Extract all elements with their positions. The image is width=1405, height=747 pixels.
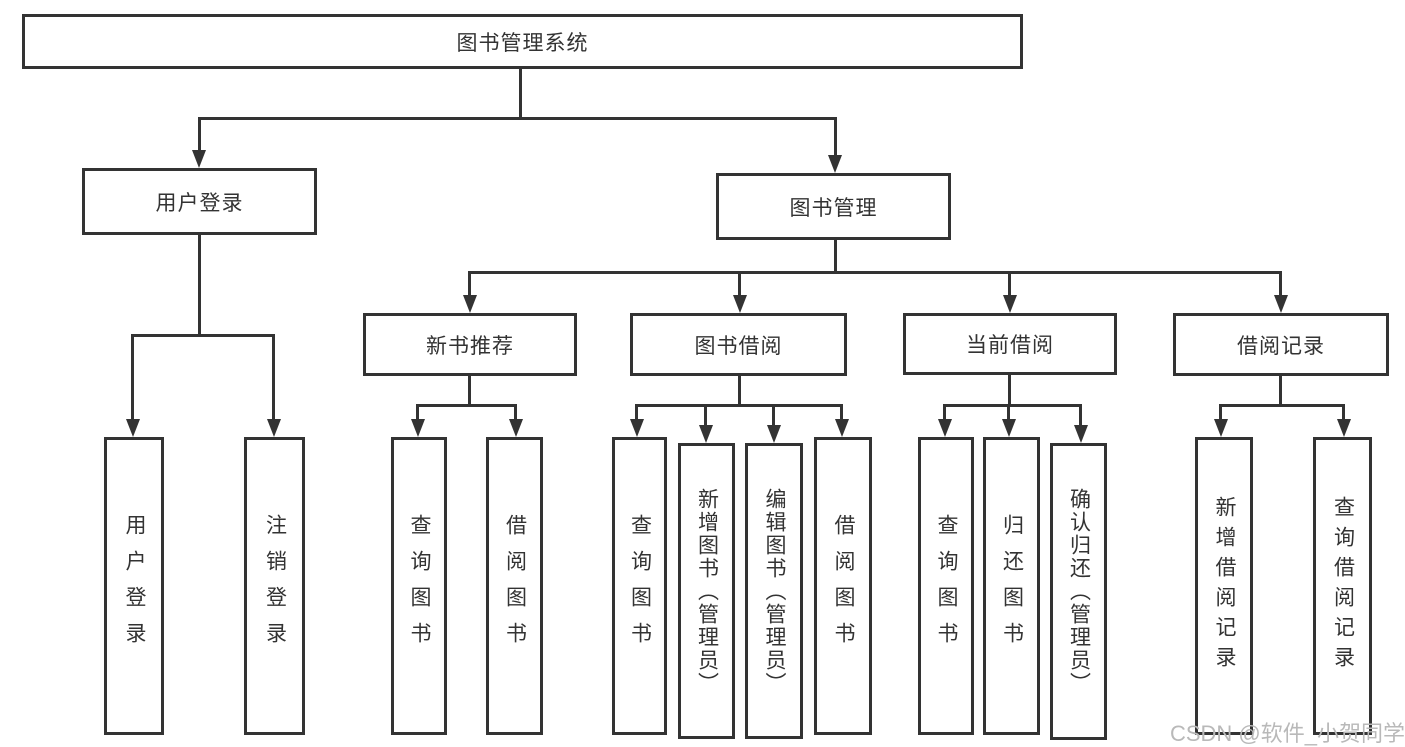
connector-line — [704, 404, 707, 426]
leaf-records-query-borrow-record: 查询借阅记录 — [1313, 437, 1372, 735]
node-book-borrowing: 图书借阅 — [630, 313, 847, 376]
node-borrowing-records: 借阅记录 — [1173, 313, 1389, 376]
connector-line — [468, 271, 471, 297]
node-current-borrowing: 当前借阅 — [903, 313, 1117, 375]
connector-arrow — [1002, 419, 1016, 437]
connector-line — [1219, 404, 1345, 407]
watermark: CSDN @软件_小贺同学 — [1169, 721, 1405, 746]
connector-line — [272, 334, 275, 420]
connector-line — [1008, 373, 1011, 406]
connector-line — [514, 404, 517, 420]
connector-arrow — [267, 419, 281, 437]
node-new-book-recommend: 新书推荐 — [363, 313, 577, 376]
connector-arrow — [699, 425, 713, 443]
connector-line — [635, 404, 843, 407]
connector-arrow — [835, 419, 849, 437]
connector-arrow — [767, 425, 781, 443]
connector-line — [1007, 404, 1010, 420]
connector-line — [468, 271, 1282, 274]
leaf-recommend-query-books: 查询图书 — [391, 437, 447, 735]
leaf-records-add-borrow-record: 新增借阅记录 — [1195, 437, 1253, 735]
leaf-borrowing-borrow-books: 借阅图书 — [814, 437, 872, 735]
connector-line — [834, 117, 837, 156]
connector-line — [738, 375, 741, 406]
leaf-borrowing-add-books-admin: 新增图书（管理员） — [678, 443, 735, 739]
connector-arrow — [733, 295, 747, 313]
connector-line — [943, 404, 1082, 407]
leaf-current-confirm-return-admin: 确认归还（管理员） — [1050, 443, 1107, 740]
connector-arrow — [1074, 425, 1088, 443]
connector-arrow — [938, 419, 952, 437]
connector-arrow — [126, 419, 140, 437]
connector-line — [1219, 404, 1222, 420]
connector-arrow — [463, 295, 477, 313]
connector-line — [131, 334, 134, 420]
connector-line — [943, 404, 946, 420]
node-library-system: 图书管理系统 — [22, 14, 1023, 69]
connector-arrow — [1003, 295, 1017, 313]
connector-arrow — [1214, 419, 1228, 437]
connector-line — [1008, 271, 1011, 297]
leaf-user-login: 用户登录 — [104, 437, 164, 735]
leaf-recommend-borrow-books: 借阅图书 — [486, 437, 543, 735]
connector-line — [416, 404, 517, 407]
connector-line — [1342, 404, 1345, 420]
connector-line — [1279, 375, 1282, 406]
connector-line — [1079, 404, 1082, 426]
connector-line — [416, 404, 419, 420]
connector-line — [198, 117, 201, 151]
connector-line — [1279, 271, 1282, 297]
leaf-logout-login: 注销登录 — [244, 437, 305, 735]
node-user-login: 用户登录 — [82, 168, 317, 235]
connector-arrow — [828, 155, 842, 173]
connector-line — [198, 234, 201, 336]
connector-line — [840, 404, 843, 420]
leaf-borrowing-edit-books-admin: 编辑图书（管理员） — [745, 443, 803, 739]
connector-line — [131, 334, 275, 337]
connector-line — [772, 404, 775, 426]
connector-arrow — [192, 150, 206, 168]
leaf-borrowing-query-books: 查询图书 — [612, 437, 667, 735]
connector-line — [519, 68, 522, 118]
leaf-current-return-books: 归还图书 — [983, 437, 1040, 735]
connector-arrow — [1337, 419, 1351, 437]
connector-line — [198, 117, 837, 120]
connector-line — [738, 271, 741, 297]
connector-line — [834, 239, 837, 274]
connector-line — [635, 404, 638, 420]
node-book-management: 图书管理 — [716, 173, 951, 240]
connector-arrow — [411, 419, 425, 437]
connector-arrow — [1274, 295, 1288, 313]
leaf-current-query-books: 查询图书 — [918, 437, 974, 735]
connector-arrow — [630, 419, 644, 437]
connector-arrow — [509, 419, 523, 437]
connector-line — [468, 375, 471, 406]
